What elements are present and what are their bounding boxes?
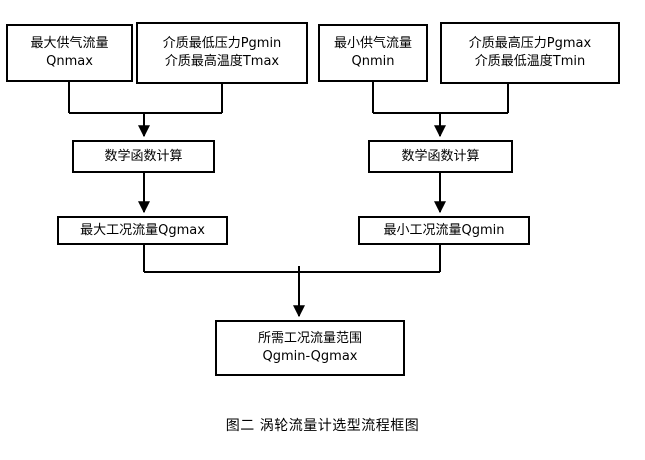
node-max-pressure-min-temp-line2: 介质最低温度Tmin [474,54,586,69]
node-max-supply-flow-line1: 最大供气流量 [30,36,109,52]
node-min-working-flow-label: 最小工况流量Qgmin [383,222,505,238]
node-max-working-flow-label: 最大工况流量Qgmax [80,222,205,238]
node-min-supply-flow: 最小供气流量 Qnmin [318,24,428,82]
node-max-supply-flow-line2: Qnmax [46,54,93,69]
node-min-supply-flow-line1: 最小供气流量 [333,36,412,52]
node-max-pressure-min-temp-line1: 介质最高压力Pgmax [468,36,592,52]
node-min-pressure-max-temp-line1: 介质最低压力Pgmin [162,36,282,52]
node-min-pressure-max-temp: 介质最低压力Pgmin 介质最高温度Tmax [136,22,308,84]
node-max-working-flow: 最大工况流量Qgmax [57,216,228,245]
node-max-supply-flow: 最大供气流量 Qnmax [6,24,133,82]
node-math-function-calc-right: 数学函数计算 [368,140,513,173]
node-required-flow-range-line1: 所需工况流量范围 [257,331,362,347]
node-required-flow-range: 所需工况流量范围 Qgmin-Qgmax [215,320,405,376]
figure-caption: 图二 涡轮流量计选型流程框图 [225,418,420,434]
node-math-function-calc-left-label: 数学函数计算 [104,148,183,164]
node-min-pressure-max-temp-line2: 介质最高温度Tmax [164,54,280,69]
node-min-working-flow: 最小工况流量Qgmin [358,216,530,245]
node-max-pressure-min-temp: 介质最高压力Pgmax 介质最低温度Tmin [440,22,620,84]
node-math-function-calc-right-label: 数学函数计算 [401,148,480,164]
node-math-function-calc-left: 数学函数计算 [72,140,215,173]
node-required-flow-range-line2: Qgmin-Qgmax [262,349,358,364]
node-min-supply-flow-line2: Qnmin [351,54,395,69]
